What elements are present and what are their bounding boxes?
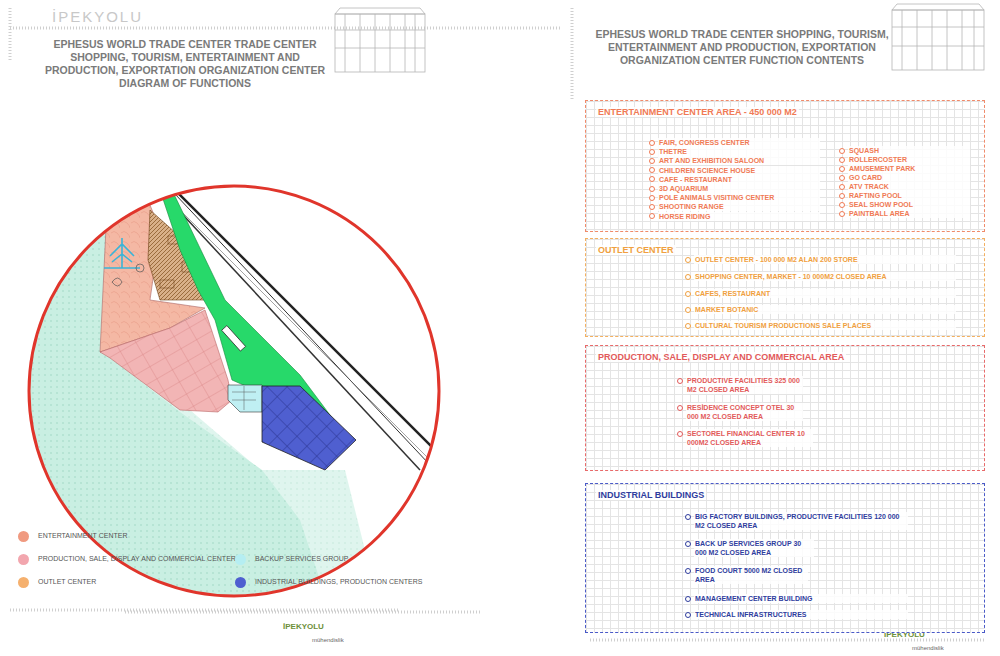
bullet (839, 166, 845, 172)
legend-swatch (18, 554, 29, 565)
bullet (649, 149, 655, 155)
box-heading: PRODUCTION, SALE, DISPLAY AND COMMERCIAL… (596, 352, 846, 362)
list-item: MANAGEMENT CENTER BUILDING (694, 594, 908, 603)
list-item: HORSE RIDING (658, 212, 820, 221)
logo-text: mühendislik (912, 645, 944, 651)
list-item: SEAL SHOW POOL (848, 200, 970, 209)
list-item: PAINTBALL AREA (848, 209, 970, 218)
list-item: CHILDREN SCIENCE HOUSE (658, 166, 820, 175)
list-item: BIG FACTORY BUILDINGS, PRODUCTIVE FACILI… (694, 512, 908, 530)
bullet (839, 175, 845, 181)
bullet (649, 186, 655, 192)
list-item: GO CARD (848, 173, 970, 182)
logo-text: mühendislik (312, 637, 344, 643)
function-box: PRODUCTION, SALE, DISPLAY AND COMMERCIAL… (585, 345, 985, 471)
legend-text: OUTLET CENTER (38, 578, 96, 585)
list-item: PRODUCTIVE FACILITIES 325 000 M2 CLOSED … (686, 376, 803, 394)
bullet (685, 307, 691, 313)
bullet (685, 541, 691, 547)
list-item: SQUASH (848, 146, 970, 155)
box-heading: OUTLET CENTER (596, 245, 676, 255)
box-heading: INDUSTRIAL BUILDINGS (596, 490, 706, 500)
bullet (685, 291, 691, 297)
function-box: OUTLET CENTER OUTLET CENTER - 100 000 M2 … (585, 238, 985, 337)
list-item: AMUSEMENT PARK (848, 164, 970, 173)
list-item: 3D AQUARIUM (658, 184, 820, 193)
legend-swatch (235, 554, 246, 565)
function-box: INDUSTRIAL BUILDINGS BIG FACTORY BUILDING… (585, 483, 985, 633)
legend-text: INDUSTRIAL BUILDINGS, PRODUCTION CENTERS (255, 578, 422, 585)
bullet (677, 405, 683, 411)
logo-text: İPEKYOLU (283, 622, 324, 631)
list-item: ART AND EXHIBITION SALOON (658, 156, 820, 165)
logo-text: İPEKYOLU (52, 8, 143, 25)
panel-title: EPHESUS WORLD TRADE CENTER SHOPPING, TOU… (572, 28, 912, 67)
bullet (839, 193, 845, 199)
bullet (839, 211, 845, 217)
list-item: MARKET BOTANIC (694, 305, 956, 314)
bullet (649, 176, 655, 182)
legend-swatch (18, 531, 29, 542)
legend-swatch (235, 577, 246, 588)
bullet (649, 195, 655, 201)
bullet (685, 257, 691, 263)
list-item: FOOD COURT 5000 M2 CLOSED AREA (694, 566, 808, 584)
bullet (685, 274, 691, 280)
list-item: THETRE (658, 147, 820, 156)
diagram-title: EPHESUS WORLD TRADE CENTER TRADE CENTER … (40, 38, 330, 91)
bullet (649, 167, 655, 173)
bullet (649, 213, 655, 219)
bullet (685, 568, 691, 574)
list-item: CAFES, RESTAURANT (694, 289, 956, 298)
list-item: FAIR, CONGRESS CENTER (658, 138, 820, 147)
bullet (685, 596, 691, 602)
list-item: SHOOTING RANGE (658, 202, 820, 211)
list-item: POLE ANIMALS VISITING CENTER (658, 193, 820, 202)
list-item: CULTURAL TOURISM PRODUCTIONS SALE PLACES (694, 321, 956, 330)
bullet (839, 202, 845, 208)
bullet (677, 378, 683, 384)
bullet (649, 140, 655, 146)
list-item: TECHNICAL INFRASTRUCTURES (694, 610, 908, 619)
list-item: OUTLET CENTER - 100 000 M2 ALAN 200 STOR… (694, 255, 956, 264)
legend-swatch (18, 577, 29, 588)
list-item: RAFTING POOL (848, 191, 970, 200)
bullet (839, 184, 845, 190)
list-item: ATV TRACK (848, 182, 970, 191)
list-item: SECTOREL FINANCIAL CENTER 10 000M2 CLOSE… (686, 429, 813, 447)
list-item: RESİDENCE CONCEPT OTEL 30 000 M2 CLOSED … (686, 403, 803, 421)
list-item: CAFE - RESTAURANT (658, 175, 820, 184)
function-box: ENTERTAINMENT CENTER AREA - 450 000 M2 FA… (585, 100, 985, 232)
legend-text: ENTERTAINMENT CENTER (38, 532, 127, 539)
bullet (685, 514, 691, 520)
bullet (685, 323, 691, 329)
bullet (839, 157, 845, 163)
list-item: ROLLERCOSTER (848, 155, 970, 164)
bullet (677, 431, 683, 437)
legend-text: PRODUCTION, SALE, DISPLAY AND COMMERCIAL… (38, 555, 236, 562)
list-item: BACK UP SERVICES GROUP 30 000 M2 CLOSED … (694, 539, 814, 557)
list-item: SHOPPING CENTER, MARKET - 10 000M2 CLOSE… (694, 272, 956, 281)
bullet (685, 612, 691, 618)
bullet (839, 148, 845, 154)
bullet (649, 204, 655, 210)
legend-text: BACKUP SERVICES GROUP (255, 555, 349, 562)
bullet (649, 158, 655, 164)
box-heading: ENTERTAINMENT CENTER AREA - 450 000 M2 (596, 107, 799, 117)
